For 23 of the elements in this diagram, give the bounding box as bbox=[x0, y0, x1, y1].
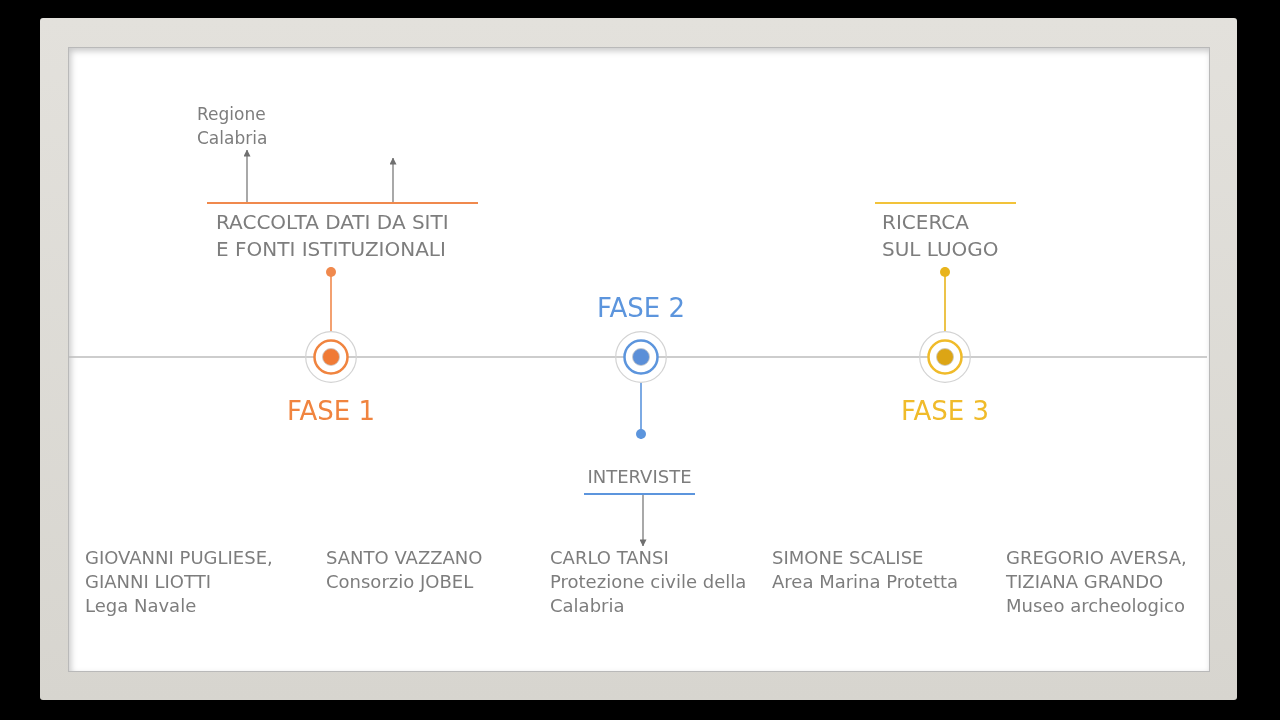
source-label: Regione Calabria bbox=[197, 102, 297, 150]
arrow bbox=[389, 157, 397, 203]
arrow bbox=[639, 494, 647, 547]
phase-label: FASE 1 bbox=[285, 396, 377, 426]
stem-connector bbox=[326, 266, 336, 332]
organization-name: Consorzio JOBEL bbox=[326, 570, 474, 594]
organization-name: Lega Navale bbox=[85, 594, 197, 618]
interviewee-name: GREGORIO AVERSA, TIZIANA GRANDO bbox=[1006, 546, 1188, 594]
organization-name: Area Marina Protetta bbox=[772, 570, 959, 594]
arrow bbox=[243, 149, 251, 203]
interviewee-name: GIOVANNI PUGLIESE, GIANNI LIOTTI bbox=[85, 546, 274, 594]
section-heading: RACCOLTA DATI DA SITI E FONTI ISTITUZIONALI bbox=[207, 202, 478, 267]
organization-name: Museo archeologico bbox=[1006, 594, 1185, 618]
section-heading: RICERCA SUL LUOGO bbox=[875, 202, 1016, 267]
interviewee-name: SANTO VAZZANO bbox=[326, 546, 483, 570]
section-heading: INTERVISTE bbox=[584, 439, 695, 495]
interviewee-name: CARLO TANSI bbox=[550, 546, 670, 570]
organization-name: Protezione civile della Calabria bbox=[550, 570, 748, 618]
stem-connector bbox=[940, 266, 950, 332]
interviewee-name: SIMONE SCALISE bbox=[772, 546, 924, 570]
stem-connector bbox=[636, 382, 646, 440]
phase-label: FASE 2 bbox=[595, 293, 687, 323]
phase-label: FASE 3 bbox=[899, 396, 991, 426]
